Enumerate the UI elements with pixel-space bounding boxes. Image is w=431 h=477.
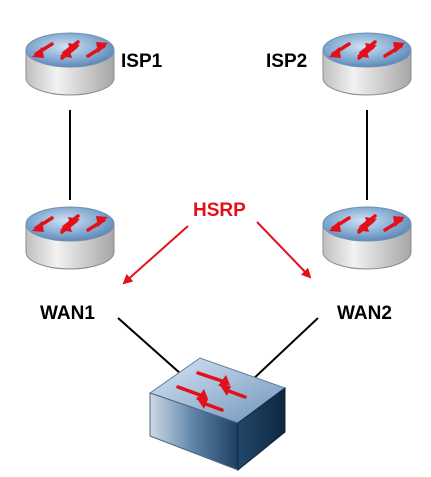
link-wan2-switch <box>249 317 319 383</box>
label-hsrp: HSRP <box>193 200 246 221</box>
router-isp1-icon <box>24 31 116 97</box>
label-isp2: ISP2 <box>266 51 307 72</box>
label-wan1: WAN1 <box>40 303 95 324</box>
hsrp-arrow-right <box>256 221 312 279</box>
link-wan1-switch <box>117 317 191 383</box>
label-wan2: WAN2 <box>337 303 392 324</box>
router-wan1-icon <box>24 205 116 271</box>
hsrp-arrow-left <box>122 225 189 285</box>
router-wan2-icon <box>321 205 413 271</box>
links <box>69 110 368 383</box>
switch-icon <box>148 357 287 472</box>
router-isp2-icon <box>321 31 413 97</box>
label-isp1: ISP1 <box>121 51 163 72</box>
